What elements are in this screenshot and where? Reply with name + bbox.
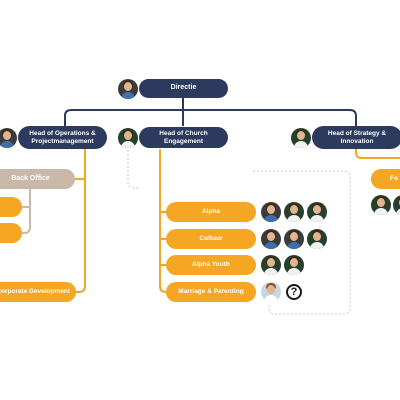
node-corporate-development[interactable]: Corporate Development (0, 282, 76, 302)
node-strategy-child[interactable]: Fo (371, 169, 400, 189)
node-back-office[interactable]: Back Office (0, 169, 75, 189)
cultuur-avatar-3 (307, 229, 327, 249)
marriage-parenting-avatar-1 (261, 282, 281, 302)
node-alpha-youth[interactable]: Alpha Youth (166, 255, 256, 275)
church-engagement-avatar (118, 128, 138, 148)
alpha-avatar-1 (261, 202, 281, 222)
level2-bus (64, 109, 357, 126)
alpha-youth-avatar-1 (261, 255, 281, 275)
unknown-member-icon: ? (286, 284, 302, 300)
node-head-strategy[interactable]: Head of Strategy & Innovation (312, 126, 400, 149)
node-alpha[interactable]: Alpha (166, 202, 256, 222)
alpha-avatar-3 (307, 202, 327, 222)
strategy-avatar (291, 128, 311, 148)
strategy-branch-line (355, 149, 400, 159)
strategy-team-avatar-1 (371, 195, 391, 215)
church-branch-line (159, 149, 167, 293)
node-cultuur[interactable]: Cultuur (166, 229, 256, 249)
node-head-church-engagement[interactable]: Head of Church Engagement (139, 127, 228, 148)
alpha-avatar-2 (284, 202, 304, 222)
cultuur-avatar-2 (284, 229, 304, 249)
operations-avatar (0, 128, 17, 148)
operations-branch-line (76, 149, 86, 293)
node-backoffice-child-1[interactable] (0, 197, 22, 217)
cultuur-avatar-1 (261, 229, 281, 249)
backoffice-branch (22, 189, 31, 234)
root-avatar (118, 79, 138, 99)
node-directie[interactable]: Directie (139, 79, 228, 98)
node-backoffice-child-2[interactable] (0, 223, 22, 243)
node-marriage-parenting[interactable]: Marriage & Parenting (166, 282, 256, 302)
alpha-youth-avatar-2 (284, 255, 304, 275)
node-head-operations[interactable]: Head of Operations & Projectmanagement (18, 126, 107, 149)
dotted-relation-1 (127, 150, 140, 189)
